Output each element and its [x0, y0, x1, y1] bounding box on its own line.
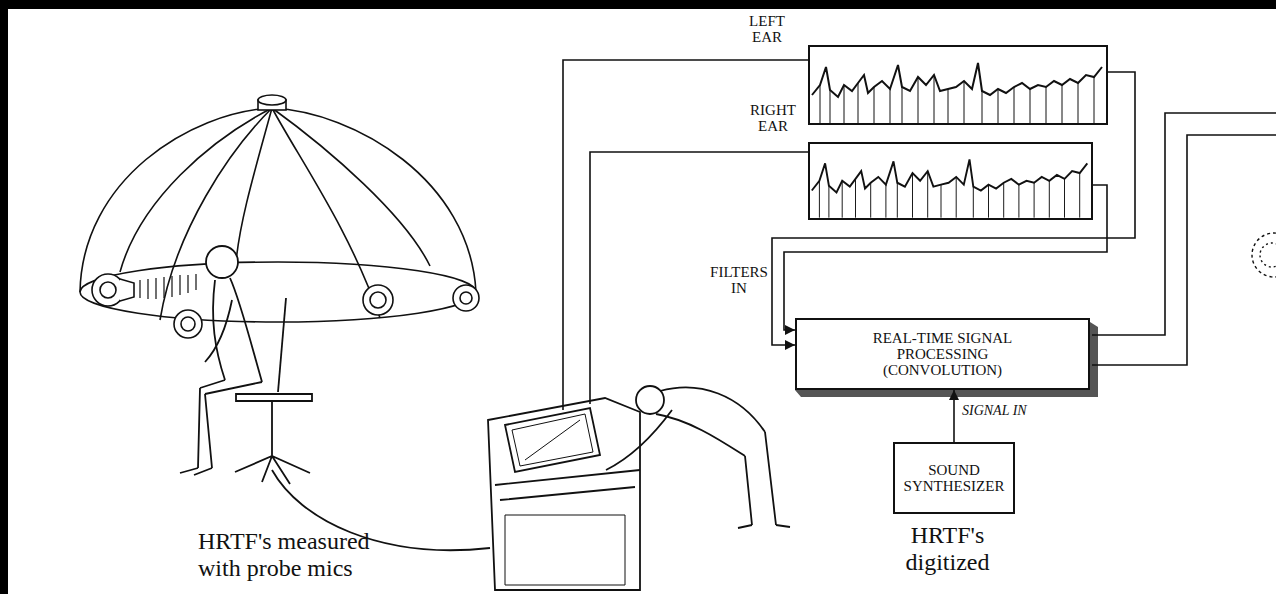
listener-foot [180, 468, 212, 475]
speaker-symbol [258, 95, 286, 105]
waveform-box: RIGHT EAR [808, 142, 1093, 220]
output-wire [1092, 135, 1276, 365]
listener-back [230, 278, 262, 382]
operator-arm [606, 410, 672, 470]
chair-back [278, 298, 286, 392]
edge-label: SIGNAL IN [962, 403, 1052, 419]
listener-head-partial [1260, 243, 1276, 267]
speaker-symbol [181, 317, 195, 331]
synth-box: SOUND SYNTHESIZER [893, 442, 1015, 514]
sound-waves [140, 274, 196, 299]
box-shadow [795, 322, 1098, 397]
signal-arrow [784, 185, 1107, 330]
frame-band [0, 0, 1276, 9]
data-wire [563, 60, 808, 410]
operator-figure [606, 386, 790, 528]
speaker-dome [80, 108, 476, 322]
listener-head-partial [1252, 233, 1276, 277]
speaker-symbol [460, 292, 472, 304]
output-wire [1092, 113, 1276, 335]
dome-meridian [236, 108, 272, 262]
frame-band [0, 0, 8, 594]
listener-head [206, 246, 238, 278]
caption-note: HRTF's measured with probe mics [198, 528, 418, 582]
speaker-symbol [453, 285, 479, 311]
chair-seat [236, 394, 312, 401]
box-label: REAL-TIME SIGNAL PROCESSING (CONVOLUTION… [860, 330, 1025, 378]
operator-leg [745, 432, 776, 525]
signal-arrow [772, 72, 1135, 345]
dome-rim [80, 262, 476, 322]
computer-terminal [488, 398, 640, 590]
listener-thigh [200, 380, 262, 394]
caption-note: HRTF's digitized [880, 522, 1015, 576]
dome-meridian [120, 108, 272, 272]
process-box: REAL-TIME SIGNAL PROCESSING (CONVOLUTION… [795, 318, 1090, 390]
listener-shin [198, 388, 212, 468]
terminal-keyboard [495, 470, 640, 500]
dome-meridian [160, 108, 272, 320]
box-label: SOUND SYNTHESIZER [897, 462, 1012, 494]
speaker-symbol [92, 274, 124, 306]
waveform-trace [812, 63, 1102, 123]
terminal-screen [512, 414, 593, 466]
operator-back [660, 387, 765, 432]
listener-arm [205, 300, 232, 362]
dome-meridian [272, 108, 430, 266]
signal-label: FILTERS IN [708, 264, 770, 296]
speaker-horn [120, 279, 134, 301]
speaker-symbol [363, 285, 393, 315]
waveform-trace [812, 159, 1088, 217]
dome-arc [80, 108, 476, 292]
signal-arrow [953, 390, 955, 442]
dome-meridian [272, 108, 380, 318]
data-wire [590, 152, 808, 404]
operator-front [656, 414, 745, 456]
speaker-symbol [370, 292, 386, 308]
ear-label: RIGHT EAR [742, 102, 804, 134]
operator-foot [738, 525, 790, 528]
waveform-box: LEFT EAR [808, 45, 1108, 125]
terminal-body [488, 398, 640, 590]
seated-listener [180, 246, 490, 550]
terminal-panel [505, 515, 625, 585]
terminal-screen [505, 408, 600, 472]
speaker-symbol [174, 310, 202, 338]
ear-label: LEFT EAR [736, 13, 798, 45]
speaker-symbol [100, 282, 116, 298]
